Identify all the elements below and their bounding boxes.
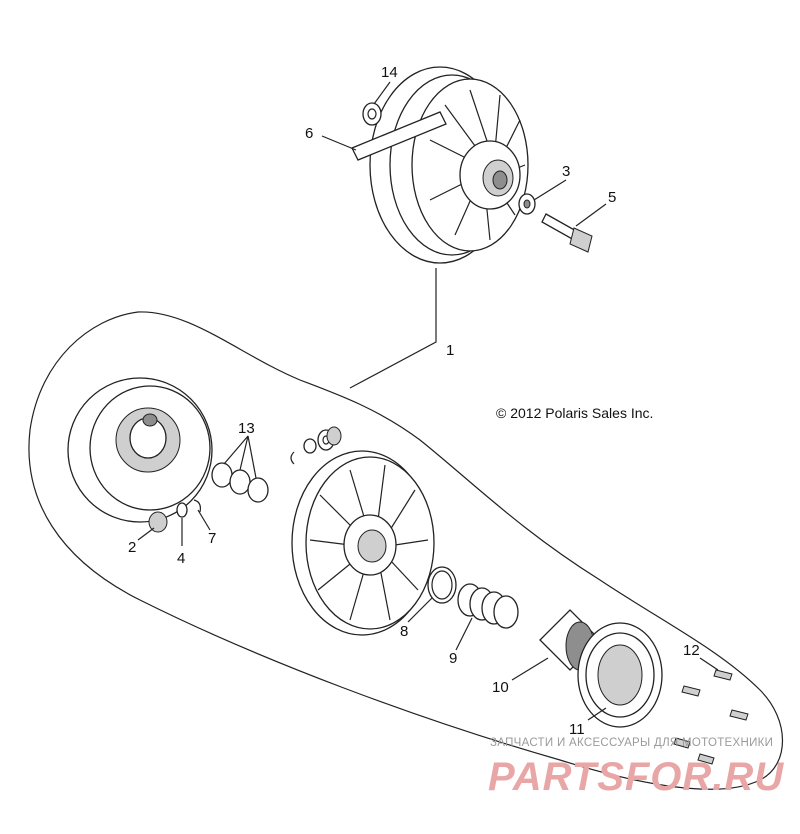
callout-11: 11 [569, 721, 585, 738]
copyright-text: © 2012 Polaris Sales Inc. [496, 405, 653, 421]
belt-strap [351, 111, 447, 161]
callout-7: 7 [208, 530, 216, 547]
callout-10: 10 [492, 679, 509, 696]
callout-6: 6 [305, 125, 313, 142]
drive-belt [28, 311, 783, 790]
washer-14 [362, 102, 382, 126]
callout-9: 9 [449, 650, 457, 667]
bolts-12 [673, 669, 749, 765]
cover-plate-11 [577, 622, 663, 728]
bolt-5 [541, 213, 593, 253]
bushing-2 [148, 511, 168, 533]
callout-8: 8 [400, 623, 408, 640]
callout-3: 3 [562, 163, 570, 180]
watermark-subtitle: ЗАПЧАСТИ И АКСЕССУАРЫ ДЛЯ МОТОТЕХНИКИ [490, 737, 773, 749]
callout-2: 2 [128, 539, 136, 556]
callout-4: 4 [177, 550, 185, 567]
bushing-set [290, 426, 342, 465]
leader-lines [137, 81, 719, 721]
watermark-brand: PARTSFOR.RU [488, 755, 784, 799]
fixed-sheave [67, 377, 213, 523]
spring-9 [457, 583, 519, 629]
callout-13: 13 [238, 420, 255, 437]
driven-clutch-assembly [369, 66, 529, 264]
callout-5: 5 [608, 189, 616, 206]
callout-12: 12 [683, 642, 700, 659]
movable-sheave [291, 450, 435, 636]
rollers-13 [211, 462, 269, 503]
callout-14: 14 [381, 64, 398, 81]
callout-1: 1 [446, 342, 454, 359]
washer-4 [176, 502, 188, 518]
clip-7 [193, 499, 201, 513]
